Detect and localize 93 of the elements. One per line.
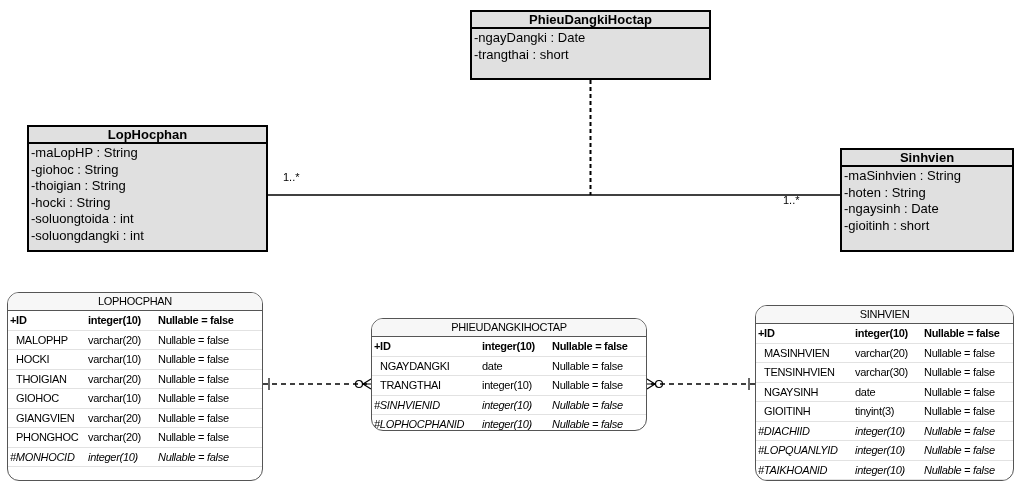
column-name: PHONGHOC [15, 430, 80, 445]
column-name: NGAYSINH [763, 384, 820, 400]
constraint-text: Nullable = false [551, 417, 624, 430]
class-name: PhieuDangkiHoctap [472, 12, 709, 29]
column-name: MALOPHP [15, 332, 69, 348]
column-name: THOIGIAN [15, 371, 68, 387]
constraint-text: Nullable = false [157, 391, 230, 406]
constraint-text: Nullable = false [551, 339, 629, 354]
data-type: varchar(20) [87, 410, 142, 426]
constraint-text: Nullable = false [923, 326, 1001, 341]
attribute-text: -hocki : String [31, 194, 112, 211]
constraint-text: Nullable = false [157, 410, 230, 426]
data-type: integer(10) [481, 378, 533, 393]
column-name: #MONHOCID [9, 449, 76, 465]
column-name: +ID [9, 313, 28, 328]
multiplicity-label: 1..* [783, 194, 800, 207]
constraint-text: Nullable = false [157, 371, 230, 387]
table-title: PHIEUDANGKIHOCTAP [372, 319, 646, 337]
data-type: integer(10) [87, 449, 139, 465]
column-name: NGAYDANGKI [379, 358, 451, 374]
data-type: integer(10) [854, 326, 909, 341]
data-type: varchar(20) [854, 345, 909, 361]
column-name: GIANGVIEN [15, 410, 76, 426]
attribute-text: -maLopHP : String [31, 145, 139, 162]
attribute-text: -hoten : String [844, 184, 927, 201]
constraint-text: Nullable = false [157, 430, 230, 445]
attribute-text: -trangthai : short [474, 46, 570, 63]
constraint-text: Nullable = false [923, 462, 996, 478]
attribute-text: -soluongdangki : int [31, 227, 145, 244]
relationship-line [262, 377, 372, 391]
constraint-text: Nullable = false [923, 345, 996, 361]
class-name: Sinhvien [842, 150, 1012, 167]
uml-class-box [840, 148, 1014, 252]
data-type: integer(10) [481, 397, 533, 413]
column-name: MASINHVIEN [763, 345, 831, 361]
constraint-text: Nullable = false [923, 365, 996, 380]
attribute-text: -gioitinh : short [844, 217, 931, 234]
column-name: +ID [373, 339, 392, 354]
data-type: varchar(30) [854, 365, 909, 380]
attribute-text: -thoigian : String [31, 178, 127, 195]
class-name: LopHocphan [29, 127, 266, 144]
data-type: varchar(20) [87, 332, 142, 348]
association-line [267, 194, 841, 196]
constraint-text: Nullable = false [923, 423, 996, 439]
column-name: #DIACHIID [757, 423, 811, 439]
column-name: #LOPQUANLYID [757, 443, 839, 458]
constraint-text: Nullable = false [923, 404, 996, 419]
column-name: GIOHOC [15, 391, 60, 406]
uml-class-box [27, 125, 268, 252]
column-name: #TAIKHOANID [757, 462, 829, 478]
column-name: TENSINHVIEN [763, 365, 836, 380]
constraint-text: Nullable = false [551, 397, 624, 413]
column-name: GIOITINH [763, 404, 812, 419]
data-type: varchar(10) [87, 352, 142, 367]
attribute-text: -maSinhvien : String [844, 168, 963, 185]
table-box [7, 292, 263, 481]
multiplicity-label: 1..* [283, 171, 300, 184]
data-type: varchar(20) [87, 371, 142, 387]
column-name: +ID [757, 326, 776, 341]
data-type: varchar(20) [87, 430, 142, 445]
relationship-line [646, 377, 756, 391]
uml-class-box [470, 10, 711, 80]
data-type: integer(10) [854, 423, 906, 439]
data-type: integer(10) [854, 443, 906, 458]
attribute-text: -ngayDangki : Date [474, 30, 587, 47]
constraint-text: Nullable = false [923, 443, 996, 458]
column-name: #SINHVIENID [373, 397, 441, 413]
constraint-text: Nullable = false [923, 384, 996, 400]
constraint-text: Nullable = false [157, 352, 230, 367]
column-name: TRANGTHAI [379, 378, 442, 393]
constraint-text: Nullable = false [551, 358, 624, 374]
column-name: #LOPHOCPHANID [373, 417, 466, 430]
data-type: integer(10) [481, 339, 536, 354]
data-type: integer(10) [481, 417, 533, 430]
data-type: integer(10) [87, 313, 142, 328]
table-title: SINHVIEN [756, 306, 1013, 324]
table-title: LOPHOCPHAN [8, 293, 262, 311]
table-box [371, 318, 647, 431]
association-line [589, 79, 592, 196]
data-type: varchar(10) [87, 391, 142, 406]
data-type: date [481, 358, 504, 374]
attribute-text: -giohoc : String [31, 161, 120, 178]
constraint-text: Nullable = false [157, 313, 235, 328]
constraint-text: Nullable = false [551, 378, 624, 393]
constraint-text: Nullable = false [157, 449, 230, 465]
attribute-text: -ngaysinh : Date [844, 201, 940, 218]
data-type: date [854, 384, 877, 400]
column-name: HOCKI [15, 352, 51, 367]
constraint-text: Nullable = false [157, 332, 230, 348]
table-box [755, 305, 1014, 481]
data-type: tinyint(3) [854, 404, 896, 419]
attribute-text: -soluongtoida : int [31, 211, 135, 228]
data-type: integer(10) [854, 462, 906, 478]
